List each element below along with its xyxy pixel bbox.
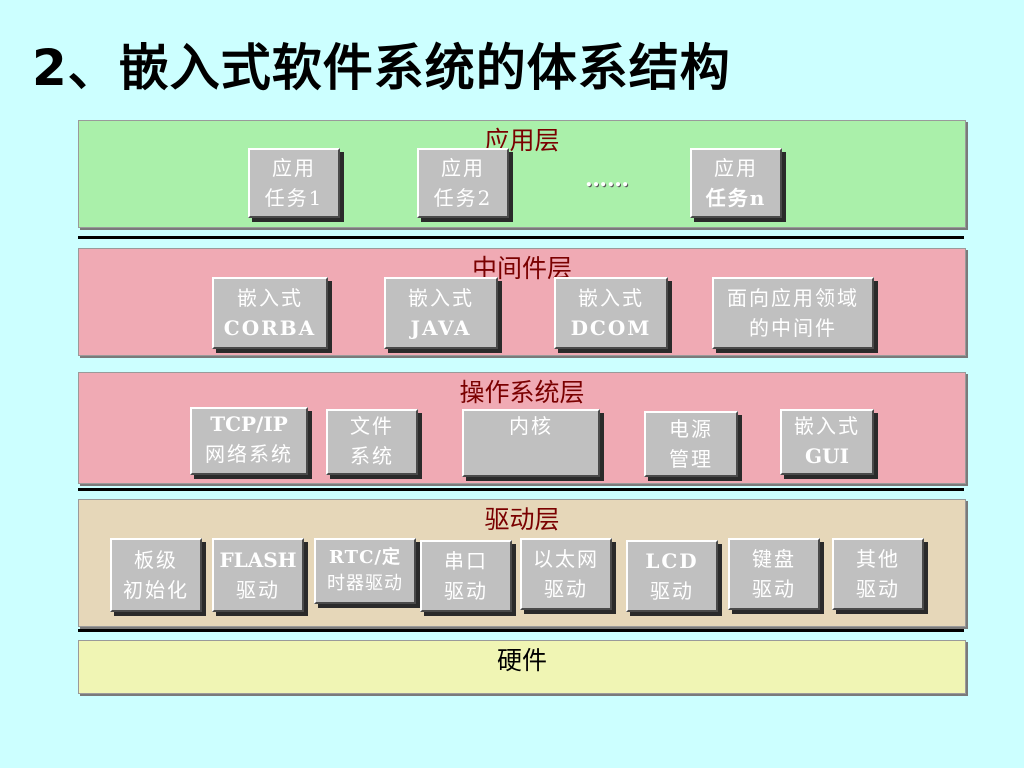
ellipsis: …… <box>585 166 629 192</box>
box-line-2: 网络系统 <box>205 442 293 466</box>
box-line-1: 文件 <box>350 414 394 438</box>
box-line-2: 系统 <box>350 444 394 468</box>
hardware-layer-label: 硬件 <box>496 646 547 675</box>
box-line-2: 时器驱动 <box>327 573 403 594</box>
box-line-2: 驱动 <box>236 578 280 602</box>
box-line-1: 内核 <box>509 414 553 438</box>
box-line-2: JAVA <box>410 316 472 340</box>
box-line-1: 其他 <box>856 547 900 571</box>
box-line-2: 初始化 <box>123 578 189 602</box>
file-system-box: 文件 系统 <box>326 409 418 475</box>
box-line-1: 键盘 <box>752 547 796 571</box>
box-line-2: DCOM <box>570 316 652 340</box>
embedded-corba-box: 嵌入式 CORBA <box>212 277 328 349</box>
ethernet-driver-box: 以太网 驱动 <box>520 538 612 610</box>
box-line-1: 嵌入式 <box>237 286 303 310</box>
box-line-2: 管理 <box>669 447 713 471</box>
box-line-2: 任务1 <box>264 186 324 210</box>
box-line-1: 电源 <box>669 417 713 441</box>
embedded-gui-box: 嵌入式 GUI <box>780 409 874 475</box>
serial-driver-box: 串口 驱动 <box>420 540 512 612</box>
box-line-2: 驱动 <box>444 579 488 603</box>
box-line-1: 应用 <box>272 156 316 180</box>
separator-line <box>78 629 964 632</box>
box-line-1: 应用 <box>714 156 758 180</box>
kernel-box: 内核 <box>462 409 600 477</box>
box-line-2: 驱动 <box>650 579 694 603</box>
embedded-java-box: 嵌入式 JAVA <box>384 277 498 349</box>
driver-layer-label: 驱动层 <box>484 505 560 534</box>
box-line-1: TCP/IP <box>210 412 288 436</box>
application-layer-label: 应用层 <box>484 126 560 155</box>
box-line-2: 驱动 <box>544 577 588 601</box>
lcd-driver-box: LCD 驱动 <box>626 540 718 612</box>
box-line-1: RTC/定 <box>329 547 401 568</box>
embedded-dcom-box: 嵌入式 DCOM <box>554 277 668 349</box>
os-layer-label: 操作系统层 <box>459 378 585 407</box>
domain-middleware-box: 面向应用领域 的中间件 <box>712 277 874 349</box>
application-layer: 应用层 <box>78 120 966 228</box>
keyboard-driver-box: 键盘 驱动 <box>728 538 820 610</box>
app-task-n-box: 应用 任务n <box>690 148 782 218</box>
box-line-2: CORBA <box>223 316 317 340</box>
box-line-1: 以太网 <box>533 547 599 571</box>
separator-line <box>78 488 964 491</box>
page-title: 2、嵌入式软件系统的体系结构 <box>32 39 731 97</box>
box-line-2: 驱动 <box>752 577 796 601</box>
app-task-2-box: 应用 任务2 <box>417 148 509 218</box>
separator-line <box>78 236 964 239</box>
box-line-1: 嵌入式 <box>408 286 474 310</box>
box-line-1: 面向应用领域 <box>727 286 859 310</box>
box-line-1: 串口 <box>444 549 488 573</box>
box-line-1: 嵌入式 <box>794 414 860 438</box>
power-management-box: 电源 管理 <box>644 411 738 477</box>
box-line-2: GUI <box>805 444 849 468</box>
board-init-box: 板级 初始化 <box>110 538 202 612</box>
box-line-1: FLASH <box>219 548 297 572</box>
box-line-2: 驱动 <box>856 577 900 601</box>
hardware-layer: 硬件 <box>78 640 966 694</box>
box-line-2: 任务n <box>705 186 767 210</box>
box-line-1: 板级 <box>134 548 178 572</box>
box-line-1: 嵌入式 <box>578 286 644 310</box>
tcpip-network-box: TCP/IP 网络系统 <box>190 407 308 475</box>
flash-driver-box: FLASH 驱动 <box>212 538 304 612</box>
other-driver-box: 其他 驱动 <box>832 538 924 610</box>
box-line-2: 任务2 <box>433 186 493 210</box>
box-line-1: LCD <box>645 549 699 573</box>
box-line-2: 的中间件 <box>749 316 837 340</box>
app-task-1-box: 应用 任务1 <box>248 148 340 218</box>
rtc-timer-driver-box: RTC/定 时器驱动 <box>314 538 416 604</box>
box-line-1: 应用 <box>441 156 485 180</box>
